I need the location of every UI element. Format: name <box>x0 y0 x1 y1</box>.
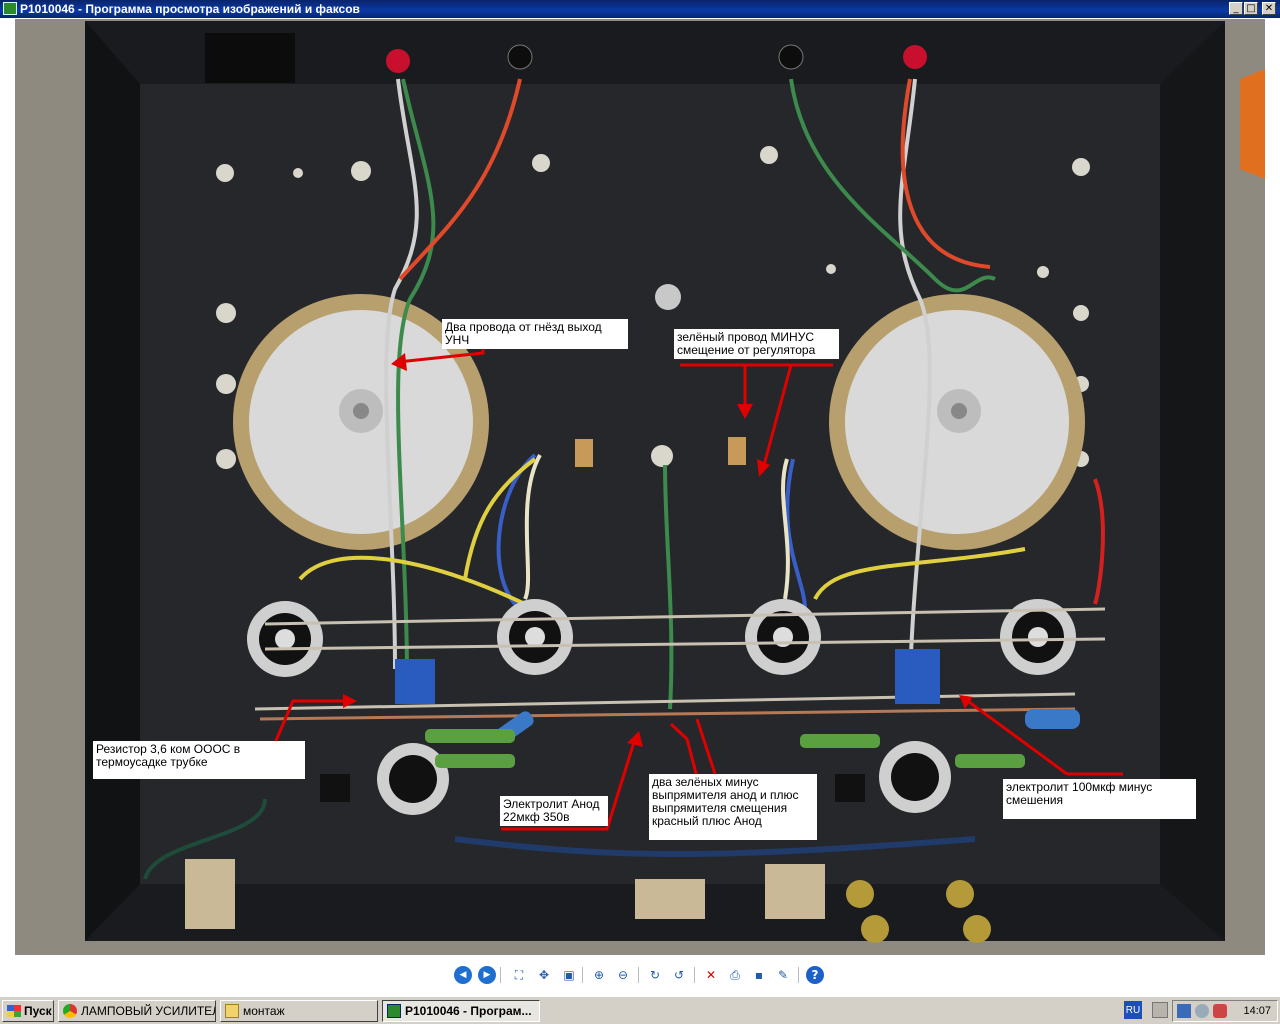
rotate-counterclockwise-button[interactable]: ↺ <box>670 966 688 984</box>
next-image-button[interactable]: ▶ <box>478 966 496 984</box>
print-button[interactable]: ⎙ <box>726 966 744 984</box>
toolbar-separator <box>582 967 583 983</box>
toolbar-separator <box>694 967 695 983</box>
save-button[interactable]: ▪ <box>750 966 768 984</box>
best-fit-icon: ⛶ <box>514 967 524 982</box>
network-icon[interactable] <box>1177 1004 1191 1018</box>
annotation-two-wires: Два провода от гнёзд выход УНЧ <box>442 319 628 349</box>
taskbar-item-folder[interactable]: монтаж <box>220 1000 378 1022</box>
zoom-in-icon: ⊕ <box>593 968 605 982</box>
print-icon: ⎙ <box>730 967 740 982</box>
folder-icon <box>225 1004 239 1018</box>
image-viewer-icon <box>3 2 17 15</box>
close-button[interactable]: ✕ <box>1262 2 1276 15</box>
chrome-icon <box>63 1004 77 1018</box>
minimize-button[interactable]: _ <box>1229 2 1243 15</box>
previous-image-icon: ◀ <box>459 970 467 980</box>
rotate-counterclockwise-icon: ↺ <box>673 968 685 982</box>
toolbar-separator <box>500 967 501 983</box>
delete-button[interactable]: ✕ <box>702 966 720 984</box>
actual-size-button[interactable]: ✥ <box>535 966 553 984</box>
volume-icon[interactable] <box>1195 1004 1209 1018</box>
toolbar-separator <box>638 967 639 983</box>
taskbar-item-image-viewer[interactable]: P1010046 - Програм... <box>382 1000 540 1022</box>
viewer-toolbar: ◀ ▶ ⛶ ✥ ▣ ⊕ ⊖ ↻ ↺ ✕ ⎙ ▪ ✎? <box>0 958 1280 996</box>
taskbar: Пуск ЛАМПОВЫЙ УСИЛИТЕЛ... монтаж P101004… <box>0 996 1280 1024</box>
best-fit-button[interactable]: ⛶ <box>510 966 528 984</box>
clock[interactable]: 14:07 <box>1243 1005 1271 1017</box>
annotation-two-greens: два зелёных минус выпрямителя анод и плю… <box>649 774 817 840</box>
system-tray: 14:07 <box>1172 1000 1278 1022</box>
taskbar-item-label: монтаж <box>243 1004 285 1018</box>
actual-size-icon: ✥ <box>538 968 550 982</box>
slideshow-icon: ▣ <box>563 968 575 982</box>
zoom-out-button[interactable]: ⊖ <box>614 966 632 984</box>
next-image-icon: ▶ <box>483 970 491 980</box>
annotation-electrolyte-100: электролит 100мкф минус смешения <box>1003 779 1196 819</box>
chassis-illustration <box>15 19 1265 955</box>
help-button[interactable]: ? <box>806 966 824 984</box>
help-icon: ? <box>811 968 819 982</box>
previous-image-button[interactable]: ◀ <box>454 966 472 984</box>
slideshow-button[interactable]: ▣ <box>560 966 578 984</box>
zoom-in-button[interactable]: ⊕ <box>590 966 608 984</box>
amplifier-chassis-photo: Два провода от гнёзд выход УНЧ зелёный п… <box>15 19 1265 955</box>
taskbar-item-label: P1010046 - Програм... <box>405 1004 532 1018</box>
taskbar-item-label: ЛАМПОВЫЙ УСИЛИТЕЛ... <box>81 1004 216 1018</box>
rotate-clockwise-button[interactable]: ↻ <box>646 966 664 984</box>
windows-logo-icon <box>7 1005 21 1017</box>
image-viewer-canvas: Два провода от гнёзд выход УНЧ зелёный п… <box>0 18 1280 958</box>
taskbar-item-browser[interactable]: ЛАМПОВЫЙ УСИЛИТЕЛ... <box>58 1000 216 1022</box>
language-indicator[interactable]: RU <box>1124 1001 1142 1019</box>
image-viewer-icon <box>387 1004 401 1018</box>
maximize-button[interactable]: □ <box>1244 2 1258 15</box>
keyboard-icon[interactable] <box>1152 1002 1168 1018</box>
zoom-out-icon: ⊖ <box>617 968 629 982</box>
start-button[interactable]: Пуск <box>2 1000 54 1022</box>
annotation-green-wire: зелёный провод МИНУС смещение от регулят… <box>674 329 839 359</box>
window-title: P1010046 - Программа просмотра изображен… <box>20 2 360 16</box>
rotate-clockwise-icon: ↻ <box>649 968 661 982</box>
start-label: Пуск <box>24 1004 52 1018</box>
security-icon[interactable] <box>1213 1004 1227 1018</box>
edit-icon: ✎ <box>777 968 789 982</box>
edit-button[interactable]: ✎ <box>774 966 792 984</box>
delete-icon: ✕ <box>705 968 717 982</box>
save-icon: ▪ <box>754 968 764 982</box>
annotation-resistor: Резистор 3,6 ком ОООС в термоусадке труб… <box>93 741 305 779</box>
window-title-bar[interactable]: P1010046 - Программа просмотра изображен… <box>0 0 1280 18</box>
toolbar-separator <box>798 967 799 983</box>
annotation-electrolyte-anode: Электролит Анод 22мкф 350в <box>500 796 608 826</box>
